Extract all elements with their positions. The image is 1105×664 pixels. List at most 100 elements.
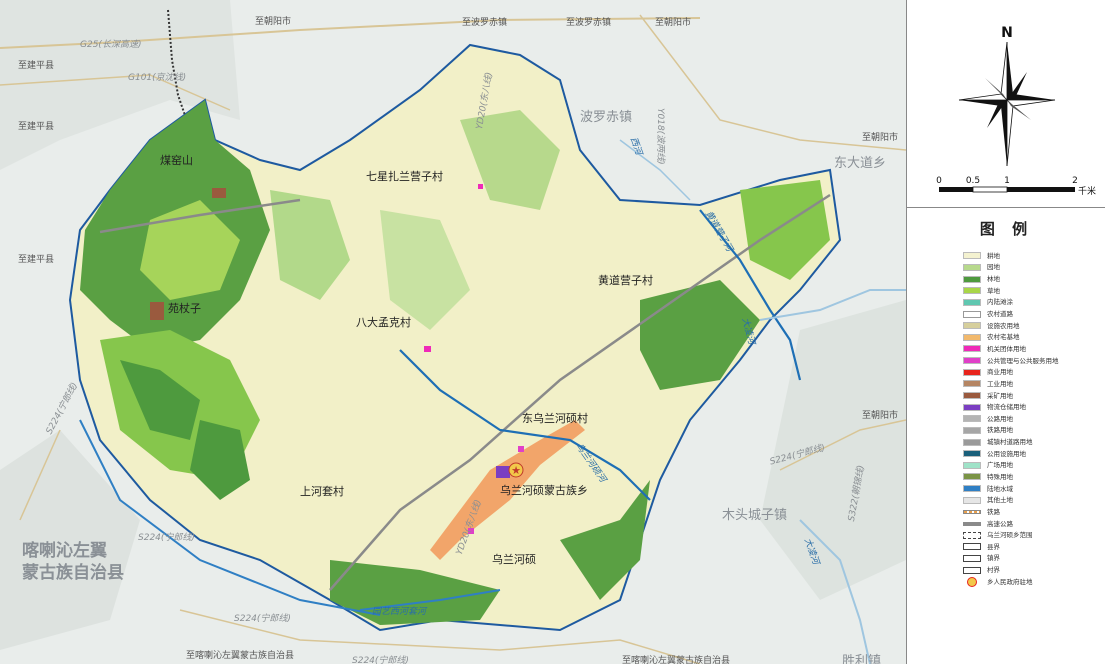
- dest-label: 至波罗赤镇: [462, 18, 508, 28]
- legend-label: 城镇村道路用地: [987, 438, 1033, 447]
- legend-label: 工业用地: [987, 379, 1013, 388]
- legend-swatch: [963, 415, 981, 423]
- legend-swatch: [963, 485, 981, 493]
- legend-label: 设施农用地: [987, 321, 1020, 330]
- legend-swatch: [963, 473, 981, 481]
- legend-item: 商业用地: [963, 366, 1103, 378]
- legend-swatch: [963, 310, 981, 318]
- dest-label: 至朝阳市: [862, 411, 899, 421]
- dest-label: 至波罗赤镇: [566, 18, 612, 28]
- township-seat-label: 乌兰河硕蒙古族乡: [500, 484, 588, 497]
- star-icon: [967, 576, 977, 587]
- legend-label: 镇界: [987, 554, 1000, 563]
- legend-item: 采矿用地: [963, 390, 1103, 402]
- compass-icon: N: [958, 25, 1056, 167]
- town-label: 东大道乡: [834, 156, 887, 171]
- legend-swatch: [963, 496, 981, 504]
- scale-unit: 千米: [1078, 185, 1096, 197]
- legend-label: 内陆滩涂: [987, 298, 1013, 307]
- legend-swatch: [963, 438, 981, 446]
- legend-label: 园地: [987, 263, 1000, 272]
- dest-label: 至朝阳市: [655, 18, 692, 28]
- village-label: 七星扎兰营子村: [366, 170, 443, 183]
- legend-swatch: [963, 380, 981, 388]
- road-label: S224(宁郎线): [234, 614, 291, 624]
- legend-item: 广场用地: [963, 460, 1103, 472]
- dest-label: 至建平县: [18, 61, 55, 71]
- legend-item: 铁路: [963, 506, 1103, 518]
- legend-label: 乌兰河硕乡范围: [987, 531, 1033, 540]
- legend-item: 农村宅基地: [963, 331, 1103, 343]
- dest-label: 至朝阳市: [255, 17, 292, 27]
- legend-label: 其他土地: [987, 496, 1013, 505]
- legend-swatch: [963, 263, 981, 271]
- legend-label: 特殊用地: [987, 472, 1013, 481]
- dest-label: 至朝阳市: [862, 133, 899, 143]
- legend-label: 农村道路: [987, 310, 1013, 319]
- legend-item: 设施农用地: [963, 320, 1103, 332]
- legend-item: 耕地: [963, 250, 1103, 262]
- road-label: G25(长深高速): [80, 40, 142, 50]
- panel-divider: [907, 207, 1105, 208]
- legend-label: 村界: [987, 566, 1000, 575]
- village-label: 上河套村: [300, 485, 344, 498]
- legend-label: 公共管理与公共服务用地: [987, 356, 1059, 365]
- legend-label: 公路用地: [987, 414, 1013, 423]
- north-arrow: N: [947, 20, 1067, 170]
- legend-swatch: [963, 403, 981, 411]
- legend-label: 林地: [987, 275, 1000, 284]
- hill-label: 苑杖子: [168, 302, 201, 315]
- village-label: 八大孟克村: [356, 316, 411, 329]
- road-label: Y018(波两线): [655, 108, 665, 165]
- village-label: 乌兰河硕: [492, 553, 536, 566]
- scale-bar: 0 0.5 1 2 千米: [927, 172, 1097, 202]
- legend-item: 特殊用地: [963, 471, 1103, 483]
- legend-label: 耕地: [987, 251, 1000, 260]
- legend-swatch: [963, 368, 981, 376]
- legend-swatch: [963, 461, 981, 469]
- legend-label: 农村宅基地: [987, 333, 1020, 342]
- dest-label: 至喀喇沁左翼蒙古族自治县: [186, 651, 295, 661]
- legend-swatch: [963, 322, 981, 330]
- town-label: 波罗赤镇: [580, 110, 633, 125]
- village-label: 东乌兰河硕村: [522, 412, 588, 425]
- road-label: S224(宁郎线): [138, 533, 195, 543]
- legend-item: 机关团体用地: [963, 343, 1103, 355]
- legend-swatch: [963, 543, 981, 551]
- legend-label: 高速公路: [987, 519, 1013, 528]
- legend-swatch: [963, 450, 981, 458]
- legend-swatch: [963, 275, 981, 283]
- legend-item: 农村道路: [963, 308, 1103, 320]
- legend: 耕地园地林地草地内陆滩涂农村道路设施农用地农村宅基地机关团体用地公共管理与公共服…: [963, 250, 1103, 588]
- scale-tick: 0: [936, 176, 942, 186]
- legend-item: 乌兰河硕乡范围: [963, 529, 1103, 541]
- legend-item: 城镇村道路用地: [963, 436, 1103, 448]
- legend-label: 草地: [987, 286, 1000, 295]
- hill-label: 煤窑山: [160, 154, 193, 167]
- legend-swatch: [963, 298, 981, 306]
- scale-tick: 0.5: [966, 176, 980, 186]
- legend-swatch: [963, 521, 981, 526]
- legend-swatch: [963, 554, 981, 562]
- legend-label: 公用设施用地: [987, 449, 1026, 458]
- legend-label: 商业用地: [987, 368, 1013, 377]
- legend-item: 林地: [963, 273, 1103, 285]
- legend-item: 公用设施用地: [963, 448, 1103, 460]
- map-canvas: ★: [0, 9, 906, 664]
- legend-swatch: [963, 426, 981, 434]
- map-sidebar: N 0 0.5 1 2 千米 图 例 耕地园地林地草地内陆滩涂农村道路设施农用地…: [906, 0, 1105, 664]
- legend-item: 乡人民政府驻地: [963, 576, 1103, 588]
- legend-label: 采矿用地: [987, 391, 1013, 400]
- road-label: G101(京沈线): [128, 73, 187, 83]
- legend-swatch: [963, 357, 981, 365]
- north-label: N: [1001, 25, 1013, 41]
- legend-title: 图 例: [979, 220, 1034, 238]
- village-label: 黄道营子村: [598, 274, 653, 287]
- legend-item: 草地: [963, 285, 1103, 297]
- legend-swatch: [963, 333, 981, 341]
- legend-item: 铁路用地: [963, 425, 1103, 437]
- legend-swatch: [963, 509, 981, 514]
- legend-item: 县界: [963, 541, 1103, 553]
- legend-label: 乡人民政府驻地: [987, 577, 1033, 586]
